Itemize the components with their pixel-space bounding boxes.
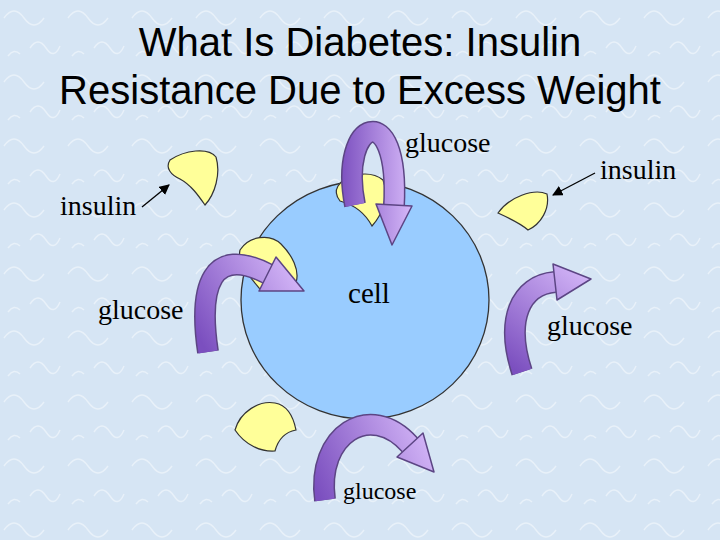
title-wrap: What Is Diabetes: Insulin Resistance Due… (35, 18, 685, 114)
label-wrap: glucose (98, 296, 184, 324)
part-label: glucose (343, 479, 416, 503)
label-wrap: insulin (600, 156, 676, 184)
arrow-body (205, 264, 268, 352)
part-label: insulin (60, 192, 136, 220)
slide-title: What Is Diabetes: Insulin Resistance Due… (35, 18, 685, 114)
leader-lines (142, 173, 595, 207)
leader-line (553, 173, 595, 195)
part-label: glucose (98, 296, 184, 324)
cell-body (241, 181, 489, 419)
arrow-head (397, 433, 434, 472)
cell-circle: cell (240, 180, 490, 420)
glucose-arrow (205, 257, 304, 352)
arrow-body (352, 132, 394, 206)
arrow-head (376, 204, 412, 245)
label-wrap: glucose (343, 479, 416, 503)
insulin-shape (235, 403, 296, 452)
arrow-outline (205, 264, 268, 352)
part-label: glucose (547, 312, 633, 340)
arrow-head (553, 264, 591, 300)
leader-line (142, 185, 169, 207)
insulin-shape (498, 192, 548, 230)
cell-label: cell (348, 279, 390, 308)
insulin-shape (168, 151, 218, 205)
arrow-head (259, 257, 304, 291)
part-label: glucose (405, 129, 491, 157)
arrow-outline (352, 132, 394, 206)
label-wrap: insulin (60, 192, 136, 220)
glucose-arrow (352, 132, 412, 245)
label-wrap: glucose (547, 312, 633, 340)
label-wrap: glucose (405, 129, 491, 157)
part-label: insulin (600, 156, 676, 184)
